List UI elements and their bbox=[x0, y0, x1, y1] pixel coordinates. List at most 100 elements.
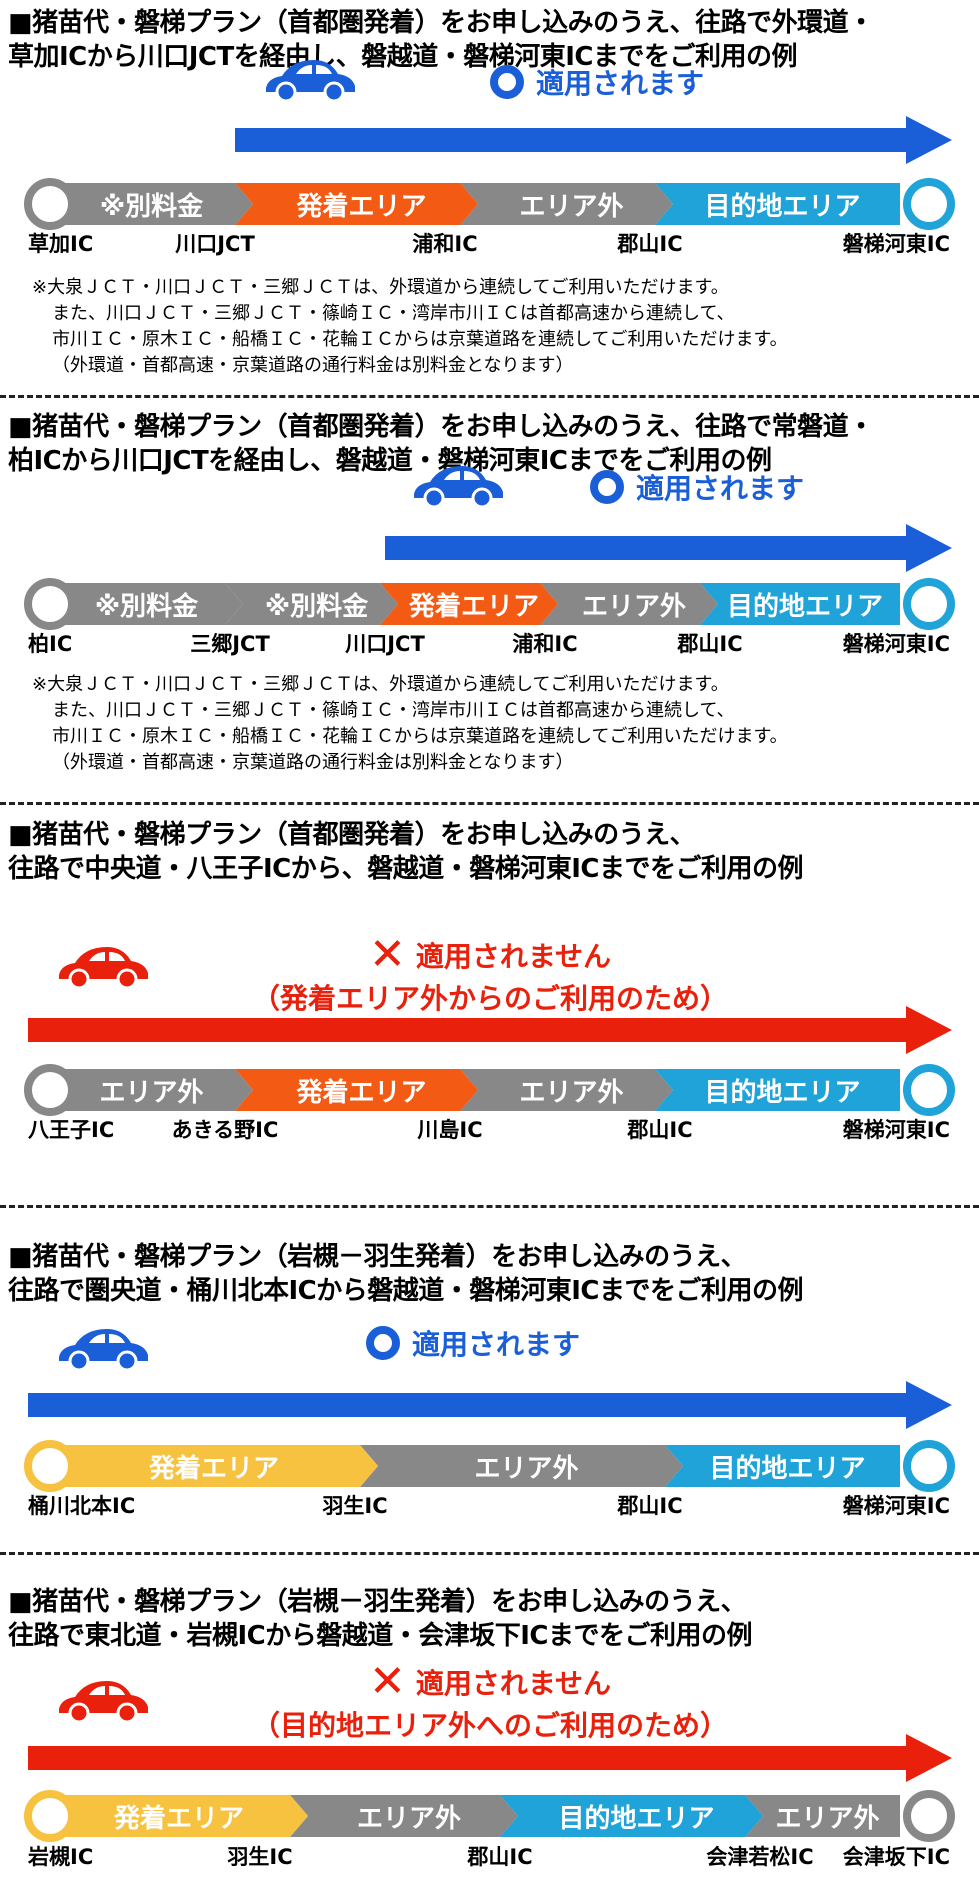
footnote-line: （外環道・首都高速・京葉道路の通行料金は別料金となります） bbox=[52, 752, 574, 773]
interchange-label: 磐梯河東IC bbox=[842, 632, 950, 656]
segment-1: 発着エリア bbox=[50, 1445, 378, 1487]
segment-3: 目的地エリア bbox=[500, 1795, 763, 1837]
end-circle-icon bbox=[903, 1064, 955, 1116]
footnote-line: ※大泉ＪＣＴ・川口ＪＣＴ・三郷ＪＣＴは、外環道から連続してご利用いただけます。 bbox=[32, 277, 729, 298]
segment-2: エリア外 bbox=[290, 1795, 518, 1837]
title-line: 柏ICから川口JCTを経由し、磐越道・磐梯河東ICまでをご利用の例 bbox=[8, 446, 772, 476]
section-divider bbox=[0, 802, 979, 805]
interchange-label: 川島IC bbox=[417, 1118, 483, 1142]
result-line: ✕ 適用されません bbox=[368, 1656, 612, 1707]
end-circle-icon bbox=[903, 1440, 955, 1492]
car-icon bbox=[262, 54, 358, 110]
interchange-label: 桶川北本IC bbox=[28, 1494, 136, 1518]
title-line: ■猪苗代・磐梯プラン（首都圏発着）をお申し込みのうえ、 bbox=[8, 820, 696, 850]
title-line: ■猪苗代・磐梯プラン（首都圏発着）をお申し込みのうえ、往路で常磐道・ bbox=[8, 412, 874, 442]
footnote: ※大泉ＪＣＴ・川口ＪＣＴ・三郷ＪＣＴは、外環道から連続してご利用いただけます。ま… bbox=[32, 275, 788, 379]
interchange-label: 郡山IC bbox=[467, 1845, 533, 1869]
end-circle-icon bbox=[903, 1790, 955, 1842]
car-icon bbox=[55, 1675, 151, 1731]
footnote-line: また、川口ＪＣＴ・三郷ＪＣＴ・篠崎ＩＣ・湾岸市川ＩＣは首都高速から連続して、 bbox=[52, 700, 735, 721]
route-bar: 発着エリアエリア外目的地エリア bbox=[24, 1440, 955, 1492]
interchange-label: 柏IC bbox=[28, 632, 73, 656]
example-title: ■猪苗代・磐梯プラン（首都圏発着）をお申し込みのうえ、往路で常磐道・柏ICから川… bbox=[8, 410, 874, 478]
route-arrow bbox=[385, 524, 952, 576]
segment-1: 発着エリア bbox=[50, 1795, 308, 1837]
route-arrow bbox=[28, 1006, 952, 1058]
footnote-line: ※大泉ＪＣＴ・川口ＪＣＴ・三郷ＪＣＴは、外環道から連続してご利用いただけます。 bbox=[32, 674, 729, 695]
interchange-label: 磐梯河東IC bbox=[842, 1118, 950, 1142]
footnote: ※大泉ＪＣＴ・川口ＪＣＴ・三郷ＪＣＴは、外環道から連続してご利用いただけます。ま… bbox=[32, 672, 788, 776]
interchange-label: あきる野IC bbox=[171, 1118, 279, 1142]
interchange-label: 羽生IC bbox=[322, 1494, 388, 1518]
segment-1: ※別料金 bbox=[50, 583, 243, 625]
section-divider bbox=[0, 1552, 979, 1555]
result-text: 適用されません bbox=[415, 940, 612, 973]
title-line: ■猪苗代・磐梯プラン（岩槻－羽生発着）をお申し込みのうえ、 bbox=[8, 1587, 747, 1617]
interchange-label: 郡山IC bbox=[617, 1494, 683, 1518]
interchange-label: 磐梯河東IC bbox=[842, 1494, 950, 1518]
example-title: ■猪苗代・磐梯プラン（岩槻－羽生発着）をお申し込みのうえ、往路で圏央道・桶川北本… bbox=[8, 1240, 804, 1308]
route-bar: ※別料金発着エリアエリア外目的地エリア bbox=[24, 178, 955, 230]
segment-2: 発着エリア bbox=[235, 1069, 478, 1111]
interchange-label: 会津坂下IC bbox=[842, 1845, 950, 1869]
title-line: 往路で中央道・八王子ICから、磐越道・磐梯河東ICまでをご利用の例 bbox=[8, 854, 804, 884]
interchange-label: 郡山IC bbox=[677, 632, 743, 656]
not-applied-x-icon: ✕ bbox=[368, 929, 406, 980]
interchange-label: 郡山IC bbox=[617, 232, 683, 256]
footnote-line: 市川ＩＣ・原木ＩＣ・船橋ＩＣ・花輪ＩＣからは京葉道路を連続してご利用いただけます… bbox=[52, 329, 788, 350]
not-applied-x-icon: ✕ bbox=[368, 1656, 406, 1707]
footnote-line: （外環道・首都高速・京葉道路の通行料金は別料金となります） bbox=[52, 355, 574, 376]
segment-5: 目的地エリア bbox=[700, 583, 900, 625]
title-line: ■猪苗代・磐梯プラン（岩槻－羽生発着）をお申し込みのうえ、 bbox=[8, 1242, 747, 1272]
applied-circle-icon bbox=[490, 65, 524, 99]
footnote-line: また、川口ＪＣＴ・三郷ＪＣＴ・篠崎ＩＣ・湾岸市川ＩＣは首都高速から連続して、 bbox=[52, 303, 735, 324]
result-reason: （発着エリア外からのご利用のため） bbox=[251, 982, 729, 1015]
route-arrow bbox=[28, 1734, 952, 1786]
segment-4: エリア外 bbox=[540, 583, 718, 625]
title-line: 往路で圏央道・桶川北本ICから磐越道・磐梯河東ICまでをご利用の例 bbox=[8, 1276, 804, 1306]
interchange-label: 八王子IC bbox=[28, 1118, 115, 1142]
start-circle-icon bbox=[24, 1790, 76, 1842]
interchange-label: 川口JCT bbox=[345, 632, 425, 656]
segment-2: エリア外 bbox=[360, 1445, 683, 1487]
result-line: ✕ 適用されません bbox=[368, 929, 612, 980]
result-badge: 適用されます bbox=[590, 467, 804, 507]
result-badge: 適用されます bbox=[490, 62, 704, 102]
example-title: ■猪苗代・磐梯プラン（首都圏発着）をお申し込みのうえ、往路で中央道・八王子ICか… bbox=[8, 818, 804, 886]
start-circle-icon bbox=[24, 1064, 76, 1116]
interchange-label: 羽生IC bbox=[227, 1845, 293, 1869]
title-line: ■猪苗代・磐梯プラン（首都圏発着）をお申し込みのうえ、往路で外環道・ bbox=[8, 8, 874, 38]
result-text: 適用されます bbox=[636, 472, 805, 505]
interchange-label: 三郷JCT bbox=[190, 632, 270, 656]
interchange-label: 郡山IC bbox=[627, 1118, 693, 1142]
result-text: 適用されません bbox=[415, 1667, 612, 1700]
interchange-label: 会津若松IC bbox=[706, 1845, 814, 1869]
interchange-label: 草加IC bbox=[28, 232, 94, 256]
segment-4: 目的地エリア bbox=[655, 1069, 900, 1111]
result-badge: ✕ 適用されません （発着エリア外からのご利用のため） bbox=[251, 929, 729, 1017]
start-circle-icon bbox=[24, 1440, 76, 1492]
interchange-label: 浦和IC bbox=[412, 232, 478, 256]
result-badge: 適用されます bbox=[366, 1323, 580, 1363]
segment-3: エリア外 bbox=[460, 1069, 673, 1111]
car-icon bbox=[410, 460, 506, 516]
example-title: ■猪苗代・磐梯プラン（首都圏発着）をお申し込みのうえ、往路で外環道・草加ICから… bbox=[8, 6, 874, 74]
segment-1: ※別料金 bbox=[50, 183, 253, 225]
title-line: 往路で東北道・岩槻ICから磐越道・会津坂下ICまでをご利用の例 bbox=[8, 1621, 753, 1651]
section-divider bbox=[0, 395, 979, 398]
interchange-label: 岩槻IC bbox=[28, 1845, 94, 1869]
applied-circle-icon bbox=[590, 470, 624, 504]
segment-1: エリア外 bbox=[50, 1069, 253, 1111]
segment-2: 発着エリア bbox=[235, 183, 478, 225]
car-icon bbox=[55, 1323, 151, 1379]
route-bar: ※別料金※別料金発着エリアエリア外目的地エリア bbox=[24, 578, 955, 630]
section-divider bbox=[0, 1205, 979, 1208]
segment-4: 目的地エリア bbox=[655, 183, 900, 225]
start-circle-icon bbox=[24, 578, 76, 630]
route-arrow bbox=[28, 1381, 952, 1433]
car-icon bbox=[55, 941, 151, 997]
result-text: 適用されます bbox=[412, 1328, 581, 1361]
segment-3: エリア外 bbox=[460, 183, 673, 225]
start-circle-icon bbox=[24, 178, 76, 230]
route-arrow bbox=[235, 116, 952, 168]
